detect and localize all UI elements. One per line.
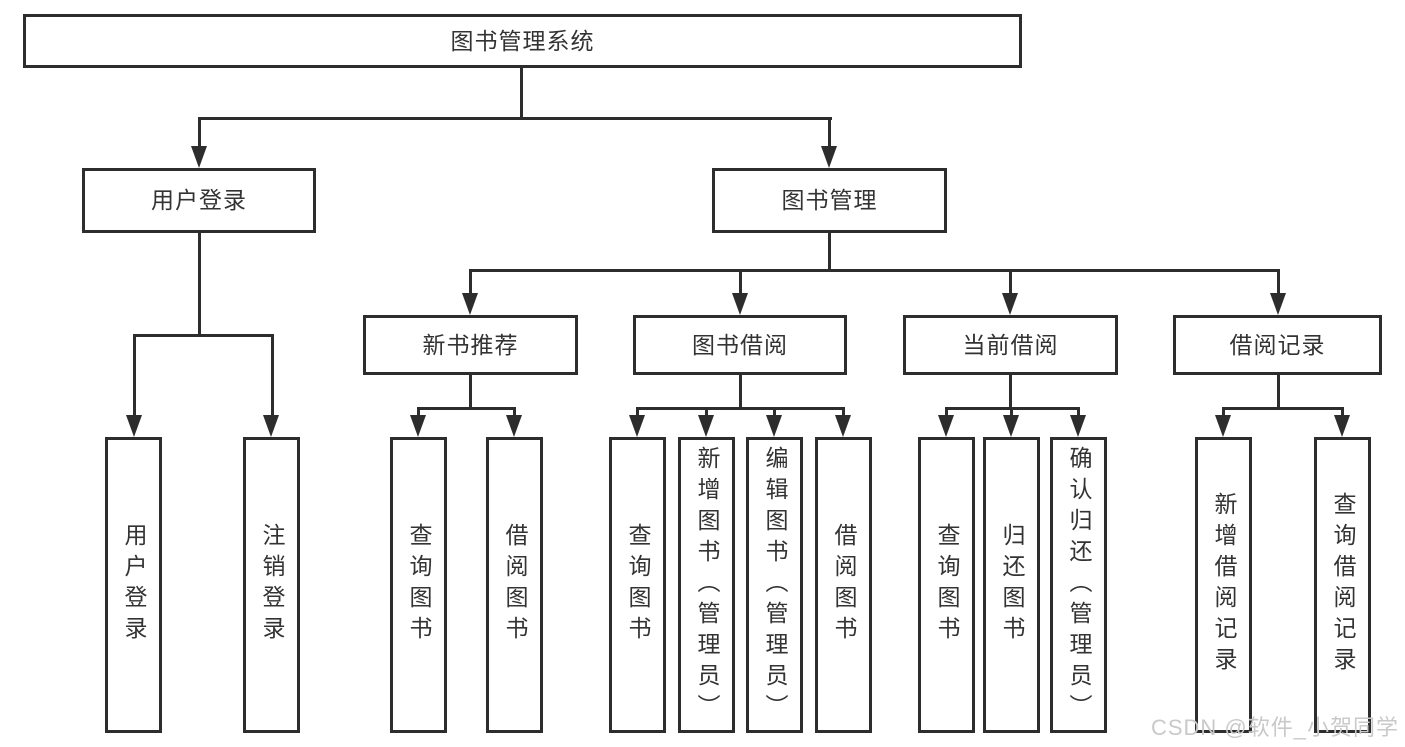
node-user-login: 用户登录 (82, 168, 316, 233)
connector-stem (417, 407, 420, 417)
down-arrowhead-icon (629, 415, 645, 437)
down-arrowhead-icon (732, 293, 748, 315)
down-arrowhead-icon (1270, 293, 1286, 315)
node-label: 查询图书 (625, 523, 651, 647)
down-arrowhead-icon (263, 415, 279, 437)
node-label: 图书借阅 (692, 331, 788, 358)
node-label: 当前借阅 (962, 331, 1059, 358)
connector-records-bar (1222, 407, 1344, 410)
leaf-add-books-admin: 新增图书（管理员） (678, 437, 735, 733)
connector-borrowing-bar (636, 407, 845, 410)
down-arrowhead-icon (462, 293, 478, 315)
connector-stem (469, 269, 472, 295)
connector-borrowing-stem (739, 375, 742, 410)
node-label: 新书推荐 (422, 331, 519, 358)
connector-book-management-stem (828, 233, 831, 272)
node-label: 注销登录 (259, 523, 285, 647)
down-arrowhead-icon (766, 415, 782, 437)
node-label: 新增图书（管理员） (694, 445, 720, 725)
node-label: 编辑图书（管理员） (762, 445, 788, 725)
node-new-book-recommend: 新书推荐 (363, 315, 578, 375)
node-book-management: 图书管理 (712, 168, 947, 233)
node-book-borrowing: 图书借阅 (633, 315, 847, 375)
down-arrowhead-icon (821, 146, 837, 168)
node-label: 借阅图书 (831, 523, 857, 647)
connector-root-bar (198, 117, 832, 120)
leaf-logout: 注销登录 (243, 437, 300, 733)
leaf-query-borrow-record: 查询借阅记录 (1314, 437, 1371, 733)
node-label: 用户登录 (121, 523, 147, 647)
connector-stem (842, 407, 845, 417)
node-label: 图书管理 (781, 187, 878, 213)
connector-stem (636, 407, 639, 417)
leaf-edit-books-admin: 编辑图书（管理员） (746, 437, 803, 733)
connector-recommend-stem (469, 375, 472, 410)
node-label: 查询图书 (406, 523, 432, 647)
node-library-management-system: 图书管理系统 (23, 14, 1022, 68)
node-label: 借阅图书 (502, 523, 528, 647)
leaf-borrow-books-borrowing: 借阅图书 (815, 437, 872, 733)
connector-stem (739, 269, 742, 295)
connector-stem (773, 407, 776, 417)
connector-stem (513, 407, 516, 417)
node-label: 确认归还（管理员） (1066, 445, 1092, 725)
connector-stem (828, 117, 831, 148)
leaf-confirm-return-admin: 确认归还（管理员） (1050, 437, 1107, 733)
connector-recommend-bar (417, 407, 516, 410)
connector-stem (1277, 269, 1280, 295)
connector-book-management-bar (469, 269, 1280, 272)
node-label: 图书管理系统 (450, 27, 595, 54)
connector-root-stem (520, 68, 523, 120)
leaf-borrow-books-recommend: 借阅图书 (486, 437, 543, 733)
down-arrowhead-icon (938, 415, 954, 437)
leaf-query-books-borrowing: 查询图书 (609, 437, 666, 733)
connector-stem (1341, 407, 1344, 417)
down-arrowhead-icon (410, 415, 426, 437)
connector-stem (1010, 407, 1013, 417)
node-label: 归还图书 (999, 523, 1025, 647)
connector-stem (705, 407, 708, 417)
csdn-watermark: CSDN @软件_小贺同学 (1150, 715, 1399, 740)
leaf-user-login: 用户登录 (105, 437, 162, 733)
leaf-return-books: 归还图书 (983, 437, 1040, 733)
connector-stem (198, 117, 201, 148)
leaf-query-books-recommend: 查询图书 (390, 437, 447, 733)
down-arrowhead-icon (1215, 415, 1231, 437)
leaf-query-books-current: 查询图书 (918, 437, 975, 733)
connector-stem (1009, 269, 1012, 295)
node-label: 用户登录 (151, 187, 247, 213)
down-arrowhead-icon (506, 415, 522, 437)
connector-records-stem (1277, 375, 1280, 410)
leaf-add-borrow-record: 新增借阅记录 (1195, 437, 1252, 733)
node-label: 查询图书 (934, 523, 960, 647)
down-arrowhead-icon (1003, 415, 1019, 437)
down-arrowhead-icon (1002, 293, 1018, 315)
connector-user-login-bar (133, 334, 274, 337)
down-arrowhead-icon (835, 415, 851, 437)
down-arrowhead-icon (191, 146, 207, 168)
down-arrowhead-icon (698, 415, 714, 437)
down-arrowhead-icon (1070, 415, 1086, 437)
node-label: 借阅记录 (1229, 331, 1326, 358)
connector-current-stem (1009, 375, 1012, 410)
node-label: 查询借阅记录 (1330, 492, 1356, 678)
node-borrowing-records: 借阅记录 (1173, 315, 1382, 375)
connector-stem (945, 407, 948, 417)
connector-stem (1077, 407, 1080, 417)
connector-stem (133, 334, 136, 415)
connector-stem (1222, 407, 1225, 417)
connector-stem (271, 334, 274, 415)
down-arrowhead-icon (126, 415, 142, 437)
node-label: 新增借阅记录 (1211, 492, 1237, 678)
connector-user-login-stem (198, 233, 201, 337)
down-arrowhead-icon (1334, 415, 1350, 437)
node-current-borrowing: 当前借阅 (903, 315, 1118, 375)
